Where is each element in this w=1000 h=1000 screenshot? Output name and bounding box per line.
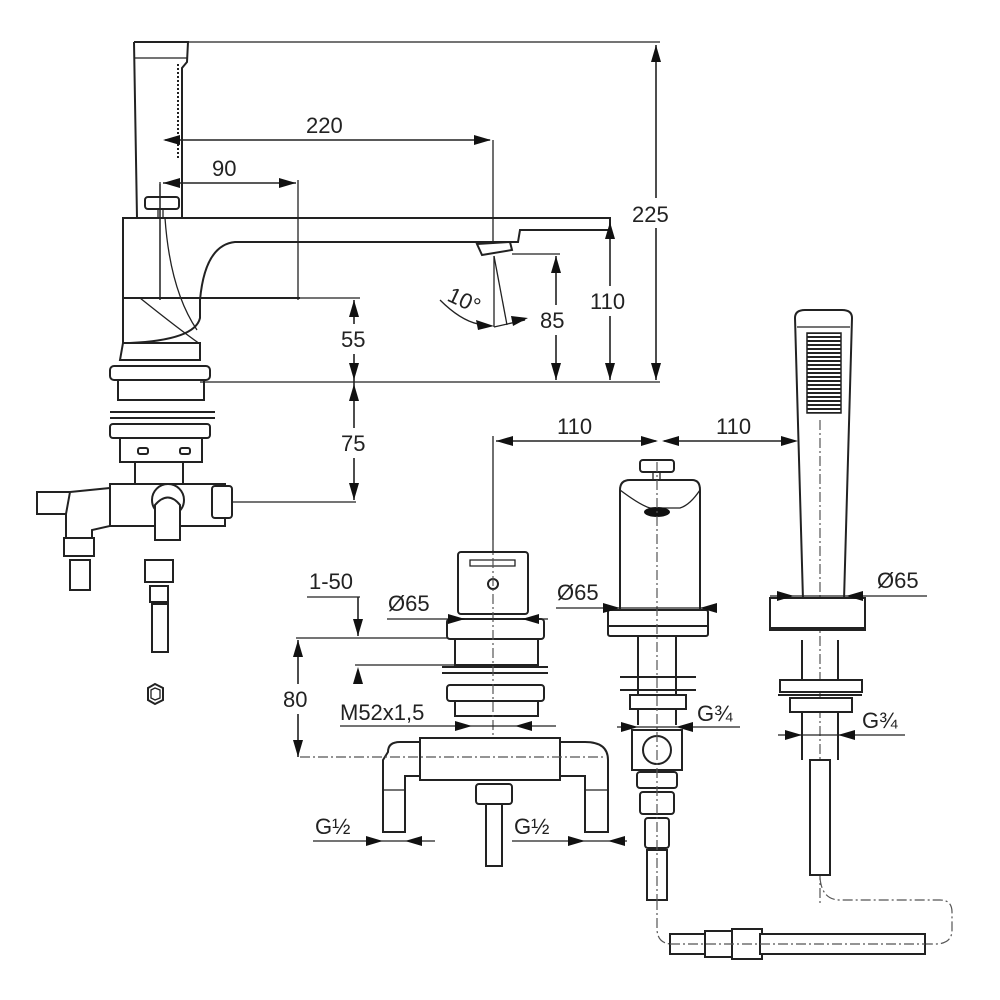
dim-m52: M52x1,5 [340,700,556,731]
dim-1-50: 1-50 [296,569,538,684]
dim-label-10-degree: 10° [444,282,485,319]
dim-label-g34-diverter: G¾ [697,701,733,726]
dim-label-80: 80 [283,687,307,712]
dim-label-g-half-left: G½ [315,814,350,839]
mixer-valve-unit [300,540,609,867]
dim-label-55: 55 [341,327,365,352]
dim-85: 85 [512,253,578,380]
hand-shower-unit [769,309,866,905]
diverter-knob [144,196,180,218]
hex-nut-icon [147,682,164,706]
dim-label-85: 85 [540,308,564,333]
dim-label-75: 75 [341,431,365,456]
dim-diameter-65-diverter: Ø65 [556,580,717,613]
diverter-unit [607,459,709,901]
dim-label-110-height: 110 [590,289,625,314]
dim-diameter-65-valve: Ø65 [387,591,548,624]
dim-90: 90 [163,156,299,300]
dim-label-m52: M52x1,5 [340,700,424,725]
valve-manifold [36,461,233,653]
dim-55-75: 55 75 [200,297,660,503]
dim-angle-10: 10° [439,255,528,330]
front-installation-view: 110 110 [282,309,953,960]
shower-head-grille-icon [806,332,842,414]
dim-diameter-65-shower: Ø65 [770,568,927,601]
dim-label-225: 225 [632,202,669,227]
dim-label-d65-shower: Ø65 [877,568,919,593]
dim-label-d65-valve: Ø65 [388,591,430,616]
shower-hose [656,877,953,960]
dim-80: 80 [282,640,316,757]
dim-g-three-quarter-diverter: G¾ [617,701,740,732]
dim-label-d65-diverter: Ø65 [557,580,599,605]
dim-110-height: 110 [588,222,638,380]
dim-label-90: 90 [212,156,236,181]
dim-label-110-right: 110 [716,414,751,439]
dim-label-1-50: 1-50 [309,569,353,594]
mixer-body [122,184,611,345]
dim-g-half-right: G½ [512,814,627,846]
dim-g-half-left: G½ [313,814,435,846]
dim-label-g-half-right: G½ [514,814,549,839]
dim-g-three-quarter-shower: G¾ [778,708,905,740]
dim-220: 220 [159,113,494,300]
dim-label-g34-shower: G¾ [862,708,898,733]
dim-label-220: 220 [306,113,343,138]
dim-label-110-left: 110 [557,414,592,439]
mixer-base [109,342,215,463]
dim-225: 225 [188,41,684,380]
hand-shower-holder [133,41,190,219]
